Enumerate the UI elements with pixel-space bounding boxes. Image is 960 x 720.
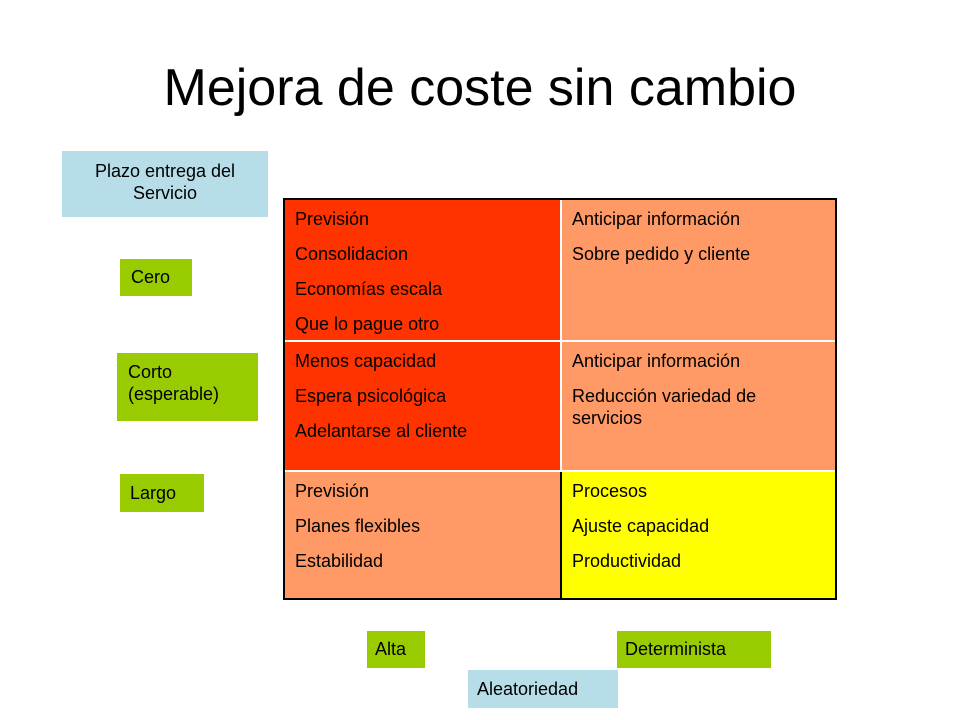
cell-line: Consolidacion: [295, 244, 409, 264]
slide-title: Mejora de coste sin cambio: [163, 59, 797, 117]
cell-line: Espera psicológica: [295, 386, 447, 406]
matrix-cell-corto-determinista: Anticipar información Reducción variedad…: [562, 342, 835, 472]
plazo-entrega-label: Plazo entrega del Servicio: [62, 151, 268, 217]
cell-line: Procesos: [572, 481, 648, 501]
cell-line: Productividad: [572, 551, 682, 571]
cell-line: Adelantarse al cliente: [295, 421, 468, 441]
cell-line: Planes flexibles: [295, 516, 421, 536]
cell-line: Que lo pague otro: [295, 314, 440, 334]
matrix-cell-largo-alta: Previsión Planes flexibles Estabilidad: [285, 472, 562, 598]
matrix-cell-largo-determinista: Procesos Ajuste capacidad Productividad: [562, 472, 835, 598]
cell-line: Previsión: [295, 209, 370, 229]
cell-line: Estabilidad: [295, 551, 384, 571]
column-label-determinista: Determinista: [617, 631, 771, 668]
cell-line: Menos capacidad: [295, 351, 437, 371]
column-label-alta: Alta: [367, 631, 425, 668]
aleatoriedad-label: Aleatoriedad: [468, 670, 618, 708]
cell-line: Ajuste capacidad: [572, 516, 710, 536]
cell-line: Previsión: [295, 481, 370, 501]
row-label-largo: Largo: [120, 474, 204, 512]
matrix-cell-corto-alta: Menos capacidad Espera psicológica Adela…: [285, 342, 562, 472]
cost-matrix: Previsión Consolidacion Economías escala…: [283, 198, 837, 600]
matrix-cell-cero-determinista: Anticipar información Sobre pedido y cli…: [562, 200, 835, 342]
cell-line: Reducción variedad de servicios: [572, 386, 757, 428]
row-label-cero: Cero: [120, 259, 192, 296]
row-label-corto: Corto (esperable): [117, 353, 258, 421]
matrix-cell-cero-alta: Previsión Consolidacion Economías escala…: [285, 200, 562, 342]
cell-line: Anticipar información: [572, 209, 741, 229]
cell-line: Anticipar información: [572, 351, 741, 371]
cell-line: Sobre pedido y cliente: [572, 244, 751, 264]
cell-line: Economías escala: [295, 279, 443, 299]
